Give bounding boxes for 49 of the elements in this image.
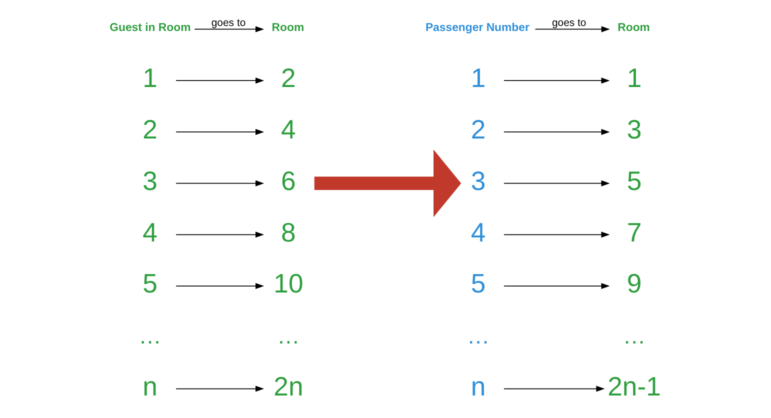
arrow bbox=[504, 232, 610, 238]
label: … bbox=[138, 322, 162, 348]
edge-label: goes to bbox=[552, 18, 586, 30]
label: … bbox=[622, 322, 646, 348]
arrow bbox=[176, 180, 264, 186]
node-text: 3 bbox=[470, 166, 486, 196]
node-text: 9 bbox=[626, 268, 642, 299]
label: … bbox=[466, 322, 490, 348]
arrow bbox=[534, 26, 610, 32]
edge-label: goes to bbox=[211, 18, 246, 30]
arrow bbox=[314, 149, 462, 218]
arrow bbox=[176, 283, 264, 290]
node-text: Guest in Room bbox=[110, 22, 191, 34]
arrow bbox=[176, 128, 264, 135]
node-text: Passenger Number bbox=[425, 22, 530, 34]
label: … bbox=[277, 322, 300, 348]
node-text: 3 bbox=[626, 114, 642, 145]
arrow bbox=[504, 386, 605, 392]
node-text: 10 bbox=[274, 268, 304, 299]
node-text: 1 bbox=[626, 63, 642, 94]
node-text: 4 bbox=[142, 217, 158, 248]
arrow bbox=[176, 78, 264, 84]
node-text: 7 bbox=[626, 217, 642, 248]
arrow bbox=[504, 283, 610, 290]
node-text: 2 bbox=[142, 114, 158, 145]
node-text: 4 bbox=[281, 114, 296, 145]
node-text: 4 bbox=[470, 217, 486, 248]
node-text: Room bbox=[618, 22, 650, 34]
node-text: 5 bbox=[626, 166, 642, 196]
node-text: 5 bbox=[470, 268, 486, 299]
node-text: 2 bbox=[281, 63, 296, 94]
node-text: 1 bbox=[470, 63, 486, 94]
arrow bbox=[176, 386, 264, 392]
node-text: 6 bbox=[281, 166, 296, 196]
node-text: 1 bbox=[142, 63, 158, 94]
node-text: n bbox=[142, 371, 158, 402]
node-text: 2 bbox=[470, 114, 486, 145]
arrow bbox=[504, 78, 610, 84]
node-text: 8 bbox=[281, 217, 296, 248]
node-text: n bbox=[470, 371, 486, 402]
node-text: 2n-1 bbox=[608, 371, 661, 402]
arrow bbox=[176, 232, 264, 238]
arrow bbox=[504, 128, 610, 135]
node-text: 5 bbox=[142, 268, 158, 299]
arrow bbox=[194, 26, 264, 32]
node-text: Room bbox=[272, 22, 304, 34]
node-text: 2n bbox=[274, 371, 304, 402]
node-text: 3 bbox=[142, 166, 158, 196]
arrow bbox=[504, 180, 610, 186]
